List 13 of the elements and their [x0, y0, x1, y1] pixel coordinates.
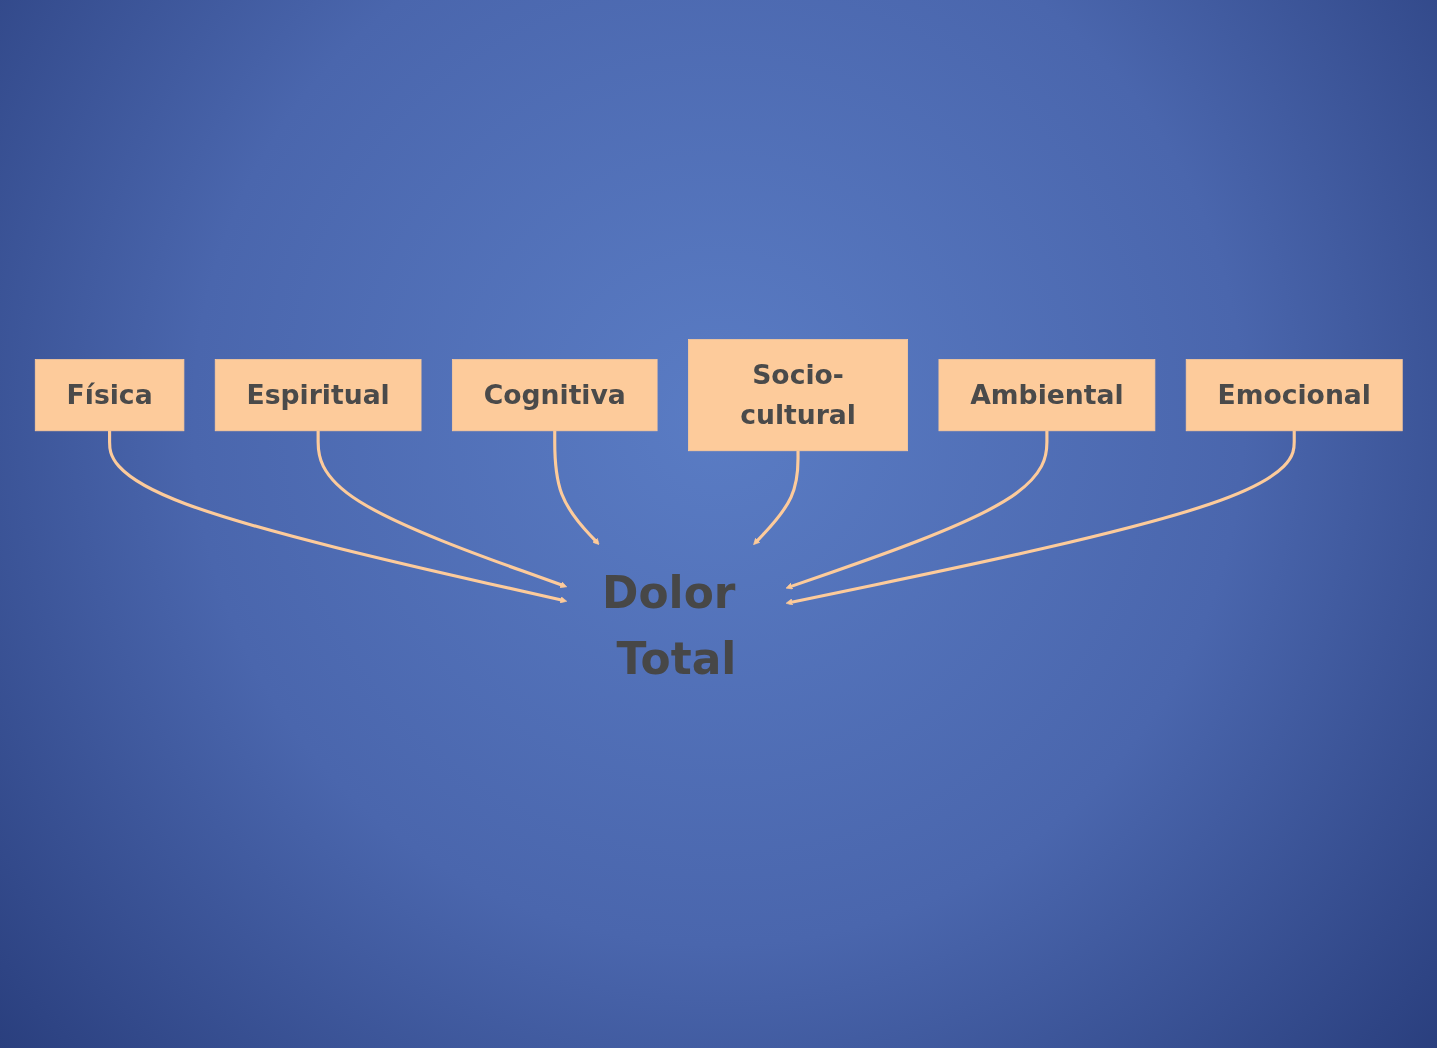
- arrow: [752, 451, 800, 546]
- node-box: Emocional: [1185, 359, 1403, 432]
- node-box: Socio-cultural: [687, 339, 908, 452]
- node-box: Espiritual: [214, 359, 422, 432]
- node-box: Física: [34, 359, 185, 432]
- node-text: Dolor Total: [601, 567, 736, 685]
- arrow: [316, 431, 567, 589]
- arrow: [785, 431, 1049, 590]
- arrow: [785, 431, 1296, 606]
- arrow: [107, 431, 567, 604]
- node-box: Ambiental: [938, 359, 1155, 432]
- arrow: [552, 431, 600, 546]
- node-box: Cognitiva: [451, 359, 658, 432]
